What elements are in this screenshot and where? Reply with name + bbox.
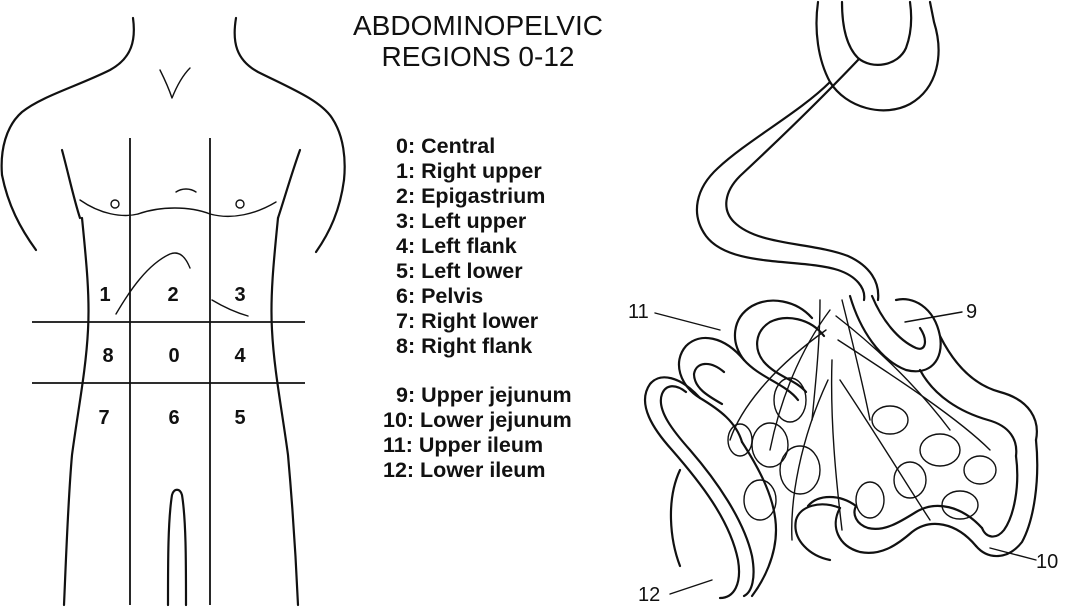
callout-label-9: 9: [966, 301, 977, 323]
region-label-1: 1: [99, 284, 110, 306]
legend-item-10: 10: Lower jejunum: [383, 408, 572, 432]
region-label-3: 3: [234, 284, 245, 306]
callout-label-10: 10: [1036, 551, 1058, 573]
legend-item-5: 5: Left lower: [396, 259, 523, 283]
figure-title: ABDOMINOPELVIC REGIONS 0-12: [353, 10, 603, 72]
legend-item-6: 6: Pelvis: [396, 284, 483, 308]
callout-label-12: 12: [638, 584, 660, 606]
callout-leader-11: [655, 313, 720, 330]
torso-outline: [2, 18, 345, 605]
legend-item-12: 12: Lower ileum: [383, 458, 546, 482]
region-legend: 0: Central 1: Right upper 2: Epigastrium…: [383, 134, 572, 482]
legend-item-11: 11: Upper ileum: [383, 433, 543, 457]
legend-item-9: 9: Upper jejunum: [396, 383, 572, 407]
legend-item-0: 0: Central: [396, 134, 495, 158]
callout-leader-9: [905, 312, 962, 322]
legend-item-3: 3: Left upper: [396, 209, 527, 233]
title-line-2: REGIONS 0-12: [382, 41, 575, 72]
legend-item-8: 8: Right flank: [396, 334, 532, 358]
region-label-2: 2: [167, 284, 178, 306]
callout-leader-12: [670, 580, 712, 594]
legend-item-2: 2: Epigastrium: [396, 184, 545, 208]
region-label-6: 6: [168, 407, 179, 429]
callout-label-11: 11: [628, 301, 649, 323]
region-label-0: 0: [168, 345, 179, 367]
region-label-8: 8: [102, 345, 113, 367]
region-label-4: 4: [234, 345, 246, 367]
legend-item-4: 4: Left flank: [396, 234, 517, 258]
small-bowel-illustration: [645, 2, 1037, 598]
legend-item-7: 7: Right lower: [396, 309, 539, 333]
region-label-7: 7: [98, 407, 109, 429]
title-line-1: ABDOMINOPELVIC: [353, 10, 603, 41]
legend-item-1: 1: Right upper: [396, 159, 542, 183]
region-label-5: 5: [234, 407, 245, 429]
